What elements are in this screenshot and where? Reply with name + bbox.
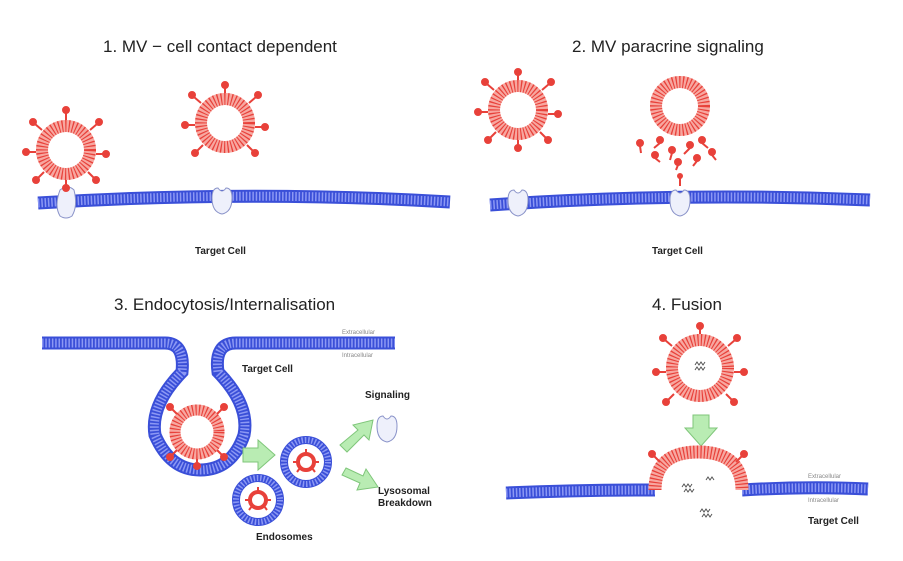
signaling-label: Signaling	[365, 390, 410, 401]
released-ligands	[636, 136, 717, 171]
panel-3-target-cell-label: Target Cell	[242, 364, 293, 375]
panel-4-intracellular-label: Intracellular	[808, 498, 839, 504]
arrow-to-lysosome	[341, 467, 379, 491]
fusing-microvesicle	[652, 322, 748, 406]
receptor-bound	[669, 173, 691, 217]
microvesicle	[181, 81, 269, 157]
signaling-receptor	[376, 415, 398, 443]
panel-2: 2. MV paracrine signaling	[474, 37, 871, 257]
panel-1-target-cell-label: Target Cell	[195, 246, 246, 257]
panel-4-title: 4. Fusion	[652, 295, 722, 314]
receptor	[211, 187, 233, 215]
microvesicle	[22, 106, 110, 192]
panel-2-title: 2. MV paracrine signaling	[572, 37, 764, 56]
microvesicle-shed	[650, 76, 710, 136]
endosome	[280, 436, 332, 488]
released-cargo	[681, 476, 715, 518]
panel-3-title: 3. Endocytosis/Internalisation	[114, 295, 335, 314]
panel-4-target-cell-label: Target Cell	[808, 516, 859, 527]
endosome	[232, 474, 284, 526]
arrow-down	[683, 414, 719, 447]
fusion-dome	[648, 445, 749, 491]
dome-ligands	[648, 450, 748, 463]
endosomes-label: Endosomes	[256, 532, 313, 543]
arrow-to-signaling	[339, 419, 374, 453]
lysosomal-label: Lysosomal	[378, 486, 430, 497]
panel-1-title: 1. MV − cell contact dependent	[103, 37, 337, 56]
internalised-microvesicle	[166, 403, 228, 470]
receptor	[507, 189, 529, 217]
arrow-to-endosome	[242, 438, 276, 472]
panel-4-extracellular-label: Extracellular	[808, 474, 841, 480]
panel-3: 3. Endocytosis/Internalisation Extracell…	[42, 295, 432, 543]
panel-1: 1. MV − cell contact dependent	[22, 37, 451, 257]
extracellular-label: Extracellular	[342, 330, 375, 336]
breakdown-label: Breakdown	[378, 498, 432, 509]
panel-4: 4. Fusion	[505, 295, 869, 527]
panel-2-target-cell-label: Target Cell	[652, 246, 703, 257]
microvesicle	[474, 68, 562, 152]
receptor	[56, 186, 77, 219]
intracellular-label: Intracellular	[342, 353, 373, 359]
